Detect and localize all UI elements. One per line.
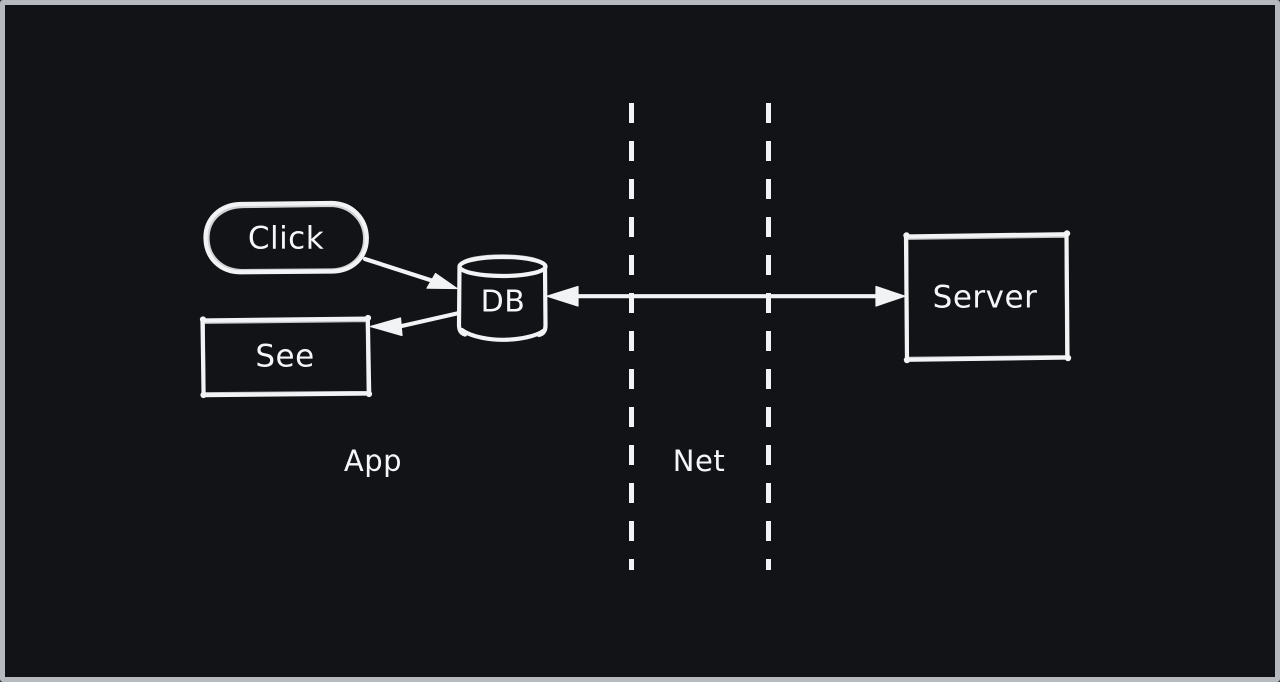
see-corner-tr (364, 314, 372, 322)
server-corner-bl (903, 356, 911, 364)
edge-db-to-see-line (390, 310, 462, 331)
see-corner-br (365, 390, 373, 398)
edge-db-server-arrowhead-left (546, 285, 579, 307)
edge-db-to-see-arrowhead (369, 317, 403, 337)
edge-db-server-arrowhead-right (875, 285, 906, 307)
zone-label-app: App (344, 444, 402, 478)
see-label: See (255, 339, 314, 375)
edge-db-to-see[interactable] (369, 310, 462, 337)
db-label: DB (481, 285, 526, 320)
server-corner-tl (903, 232, 910, 239)
node-see[interactable]: See (199, 314, 373, 399)
see-shape-outline-pass2 (201, 319, 370, 396)
db-top-ellipse-pass2 (459, 254, 546, 267)
zone-label-net: Net (673, 444, 725, 478)
db-body-bottom (459, 327, 547, 342)
node-server[interactable]: Server (903, 230, 1072, 364)
click-label: Click (248, 221, 324, 257)
see-corner-tl (199, 316, 207, 323)
db-body-left (456, 264, 468, 337)
server-corner-br (1064, 354, 1072, 362)
click-shape-outline-pass2 (206, 203, 367, 273)
server-label: Server (933, 280, 1038, 316)
node-click[interactable]: Click (203, 200, 369, 275)
server-corner-tr (1063, 230, 1071, 237)
edge-click-to-db-arrowhead (426, 272, 458, 290)
edge-click-to-db[interactable] (362, 256, 458, 290)
edge-db-server[interactable] (546, 285, 906, 307)
node-db[interactable]: DB (456, 254, 548, 342)
edge-click-to-db-line (362, 256, 444, 286)
see-corner-bl (200, 391, 207, 399)
db-body-right (536, 265, 548, 338)
server-shape-outline-pass2 (905, 234, 1069, 360)
